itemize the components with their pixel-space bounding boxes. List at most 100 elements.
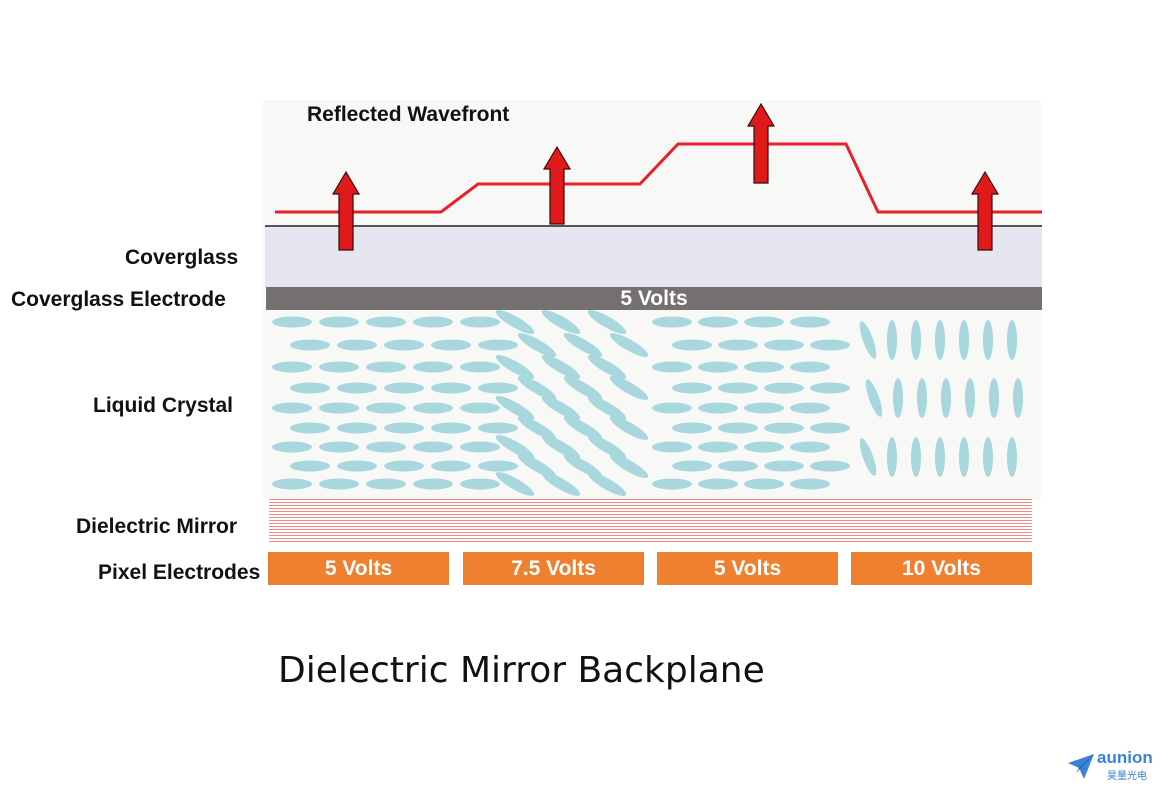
liquid-crystal-molecule	[744, 478, 784, 490]
liquid-crystal-molecule	[810, 460, 850, 472]
liquid-crystal-molecule	[366, 441, 406, 453]
liquid-crystal-molecule	[431, 339, 471, 351]
liquid-crystal-molecule	[319, 441, 359, 453]
liquid-crystal-molecule	[764, 339, 804, 351]
coverglass-layer	[265, 226, 1042, 287]
liquid-crystal-molecule	[563, 454, 603, 478]
liquid-crystal-molecule	[652, 402, 692, 414]
liquid-crystal-molecule	[384, 422, 424, 434]
liquid-crystal-molecule	[810, 339, 850, 351]
dielectric-mirror-layer	[269, 499, 1032, 544]
liquid-crystal-molecule	[319, 316, 359, 328]
liquid-crystal-molecule	[609, 376, 649, 400]
liquid-crystal-molecule	[413, 441, 453, 453]
liquid-crystal-molecule	[911, 437, 921, 477]
liquid-crystal-molecule	[893, 378, 903, 418]
dielectric-mirror-label: Dielectric Mirror	[76, 515, 238, 538]
liquid-crystal-molecule	[965, 378, 975, 418]
liquid-crystal-molecule	[517, 376, 557, 400]
liquid-crystal-molecule	[517, 333, 557, 357]
liquid-crystal-molecule	[652, 441, 692, 453]
liquid-crystal-molecule	[460, 316, 500, 328]
up-arrow-icon	[970, 170, 1000, 251]
liquid-crystal-molecule	[790, 316, 830, 328]
wavefront-arrows	[331, 102, 1000, 251]
liquid-crystal-molecule	[495, 355, 535, 379]
up-arrow-icon	[746, 102, 776, 184]
liquid-crystal-molecule	[609, 333, 649, 357]
liquid-crystal-molecule	[366, 402, 406, 414]
liquid-crystal-molecule	[413, 316, 453, 328]
liquid-crystal-molecule	[587, 355, 627, 379]
liquid-crystal-molecule	[672, 339, 712, 351]
pixel-electrode-3: 5 Volts	[657, 552, 838, 585]
liquid-crystal-molecule	[337, 339, 377, 351]
liquid-crystal-molecule	[460, 478, 500, 490]
coverglass-label: Coverglass	[125, 246, 239, 269]
liquid-crystal-molecule	[541, 472, 581, 496]
liquid-crystal-molecule	[887, 437, 897, 477]
liquid-crystal-molecule	[460, 402, 500, 414]
liquid-crystal-molecule	[587, 472, 627, 496]
liquid-crystal-molecule	[790, 441, 830, 453]
liquid-crystal-molecule	[319, 402, 359, 414]
liquid-crystal-molecule	[290, 382, 330, 394]
liquid-crystal-molecule	[790, 402, 830, 414]
liquid-crystal-molecule	[563, 376, 603, 400]
liquid-crystal-molecule	[1013, 378, 1023, 418]
liquid-crystal-molecule	[698, 316, 738, 328]
liquid-crystal-molecule	[859, 438, 877, 476]
liquid-crystal-molecule	[495, 396, 535, 420]
liquid-crystal-molecule	[587, 310, 627, 334]
liquid-crystal-molecule	[744, 361, 784, 373]
aunion-logo: aunion 昊量光电	[1066, 748, 1166, 784]
liquid-crystal-molecule	[935, 320, 945, 360]
up-arrow-icon	[542, 145, 572, 225]
pixel-electrode-4: 10 Volts	[851, 552, 1032, 585]
pixel-electrode-1-voltage: 5 Volts	[324, 557, 393, 580]
liquid-crystal-layer	[272, 310, 1023, 496]
reflected-wavefront-line	[275, 142, 1042, 214]
reflected-wavefront-label: Reflected Wavefront	[307, 103, 510, 126]
liquid-crystal-molecule	[272, 316, 312, 328]
pixel-electrode-3-voltage: 5 Volts	[713, 557, 782, 580]
liquid-crystal-molecule	[563, 416, 603, 440]
liquid-crystal-molecule	[698, 361, 738, 373]
liquid-crystal-molecule	[609, 416, 649, 440]
liquid-crystal-molecule	[744, 441, 784, 453]
pixel-electrode-2-voltage: 7.5 Volts	[511, 557, 596, 580]
liquid-crystal-molecule	[917, 378, 927, 418]
liquid-crystal-molecule	[587, 396, 627, 420]
liquid-crystal-molecule	[517, 454, 557, 478]
liquid-crystal-molecule	[272, 478, 312, 490]
liquid-crystal-molecule	[541, 435, 581, 459]
liquid-crystal-molecule	[941, 378, 951, 418]
liquid-crystal-molecule	[1007, 437, 1017, 477]
coverglass-electrode-bar: 5 Volts	[266, 287, 1042, 310]
liquid-crystal-molecule	[652, 361, 692, 373]
liquid-crystal-molecule	[541, 396, 581, 420]
liquid-crystal-molecule	[460, 441, 500, 453]
coverglass-electrode-label: Coverglass Electrode	[11, 288, 226, 311]
liquid-crystal-molecule	[384, 339, 424, 351]
liquid-crystal-molecule	[290, 422, 330, 434]
liquid-crystal-molecule	[744, 316, 784, 328]
liquid-crystal-molecule	[672, 460, 712, 472]
liquid-crystal-molecule	[698, 478, 738, 490]
liquid-crystal-molecule	[983, 437, 993, 477]
liquid-crystal-molecule	[337, 460, 377, 472]
logo-name: aunion	[1097, 748, 1153, 767]
pixel-electrode-2: 7.5 Volts	[463, 552, 644, 585]
liquid-crystal-molecule	[413, 361, 453, 373]
liquid-crystal-molecule	[959, 437, 969, 477]
liquid-crystal-molecule	[366, 361, 406, 373]
liquid-crystal-molecule	[384, 460, 424, 472]
diagram-caption: Dielectric Mirror Backplane	[278, 650, 765, 691]
liquid-crystal-molecule	[764, 382, 804, 394]
liquid-crystal-molecule	[478, 382, 518, 394]
liquid-crystal-molecule	[319, 478, 359, 490]
liquid-crystal-molecule	[790, 361, 830, 373]
liquid-crystal-molecule	[652, 316, 692, 328]
liquid-crystal-molecule	[989, 378, 999, 418]
